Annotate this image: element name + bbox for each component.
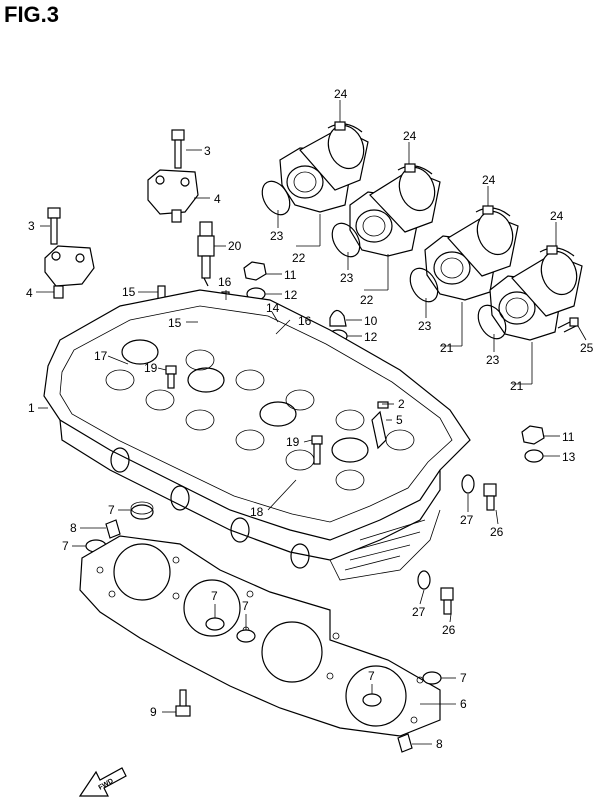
callout-19-b: 19 [286, 435, 300, 449]
callout-26-lower: 26 [442, 623, 456, 637]
callout-7-f: 7 [460, 671, 467, 685]
intake-pipe-22-left [279, 124, 369, 213]
callout-1: 1 [28, 401, 35, 415]
fwd-arrow-icon: FWD [78, 767, 127, 797]
bolt-3-left [47, 207, 61, 245]
callout-7-e: 7 [368, 669, 375, 683]
callout-21-a: 21 [440, 341, 454, 355]
callout-15-a: 15 [122, 285, 136, 299]
figure-title: FIG.3 [4, 2, 60, 27]
o-ring-23-b [331, 222, 361, 258]
clamp-24-c [475, 205, 511, 217]
bolt-26-lower [440, 587, 454, 615]
callout-20: 20 [228, 239, 242, 253]
callout-7-a: 7 [108, 503, 115, 517]
cam-cap-left [44, 245, 95, 287]
o-ring-23-c [409, 267, 439, 303]
head-gasket-6 [79, 535, 441, 737]
callout-21-b: 21 [510, 379, 524, 393]
dowel-4-left [53, 285, 64, 299]
dowel-4-upper [171, 209, 182, 223]
callout-24-d: 24 [550, 209, 564, 223]
callout-23-d: 23 [486, 353, 500, 367]
callout-15-b: 15 [168, 316, 182, 330]
callout-22-a: 22 [292, 251, 306, 265]
dowel-7-f [422, 671, 442, 685]
callout-23-a: 23 [270, 229, 284, 243]
spark-plug-20 [197, 221, 215, 287]
intake-pipe-21-left [424, 210, 519, 301]
callout-9: 9 [150, 705, 157, 719]
dowel-7-a [130, 501, 154, 520]
screw-25 [557, 317, 579, 333]
washer-27-upper [461, 474, 475, 494]
callout-10: 10 [364, 314, 378, 328]
dowel-7-e [362, 693, 382, 707]
callout-8-upper: 8 [70, 521, 77, 535]
callout-23-c: 23 [418, 319, 432, 333]
callout-7-b: 7 [62, 539, 69, 553]
callout-25: 25 [580, 341, 594, 355]
nut-11-lower [521, 425, 545, 445]
clamp-24-b [397, 163, 433, 175]
callout-4-left: 4 [26, 286, 33, 300]
leader-lines [36, 100, 587, 745]
callout-19-a: 19 [144, 361, 158, 375]
callout-14: 14 [266, 301, 280, 315]
callout-23-b: 23 [340, 271, 354, 285]
callout-2: 2 [398, 397, 405, 411]
callout-11-lower: 11 [562, 430, 575, 444]
washer-13 [524, 449, 544, 463]
callout-16-b: 16 [298, 314, 312, 328]
bolt-26-upper [483, 483, 497, 511]
cylinder-head-1 [43, 289, 471, 581]
callout-7-c: 7 [211, 589, 218, 603]
cap-nut-10 [329, 309, 347, 327]
callout-24-c: 24 [482, 173, 496, 187]
callout-16-a: 16 [218, 275, 232, 289]
callout-24-a: 24 [334, 87, 348, 101]
o-ring-23-d [477, 304, 507, 340]
callout-27-lower: 27 [412, 605, 426, 619]
nut-11-upper [243, 261, 267, 281]
callout-17: 17 [94, 349, 108, 363]
intake-pipe-22-right [349, 166, 441, 257]
seal-8-upper [105, 519, 121, 539]
callout-numbers: 24 24 24 24 3 3 4 4 20 23 23 23 23 22 22… [26, 87, 594, 751]
callout-22-b: 22 [360, 293, 374, 307]
dowel-7-d [236, 629, 256, 643]
callout-5: 5 [396, 413, 403, 427]
callout-12-lower: 12 [364, 330, 378, 344]
bolt-9 [175, 689, 191, 717]
callout-8-lower: 8 [436, 737, 443, 751]
callout-24-b: 24 [403, 129, 417, 143]
callout-27-upper: 27 [460, 513, 474, 527]
washer-27-lower [417, 570, 431, 590]
clamp-24-d [539, 245, 575, 257]
callout-4-upper: 4 [214, 192, 221, 206]
bolt-3-upper [171, 129, 185, 169]
callout-6: 6 [460, 697, 467, 711]
cam-cap-upper [147, 169, 199, 215]
callout-13: 13 [562, 450, 576, 464]
o-ring-23-a [261, 180, 291, 216]
bolt-19-a [165, 365, 177, 389]
bolt-19-b [311, 435, 323, 465]
callout-3-upper: 3 [204, 144, 211, 158]
seal-8-lower [397, 733, 413, 753]
callout-7-d: 7 [242, 599, 249, 613]
callout-3-left: 3 [28, 219, 35, 233]
callout-12-upper: 12 [284, 288, 298, 302]
intake-pipe-21-right [489, 250, 583, 341]
callout-18: 18 [250, 505, 264, 519]
callout-26-upper: 26 [490, 525, 504, 539]
dowel-7-c [205, 617, 225, 631]
callout-11-upper: 11 [284, 268, 297, 282]
